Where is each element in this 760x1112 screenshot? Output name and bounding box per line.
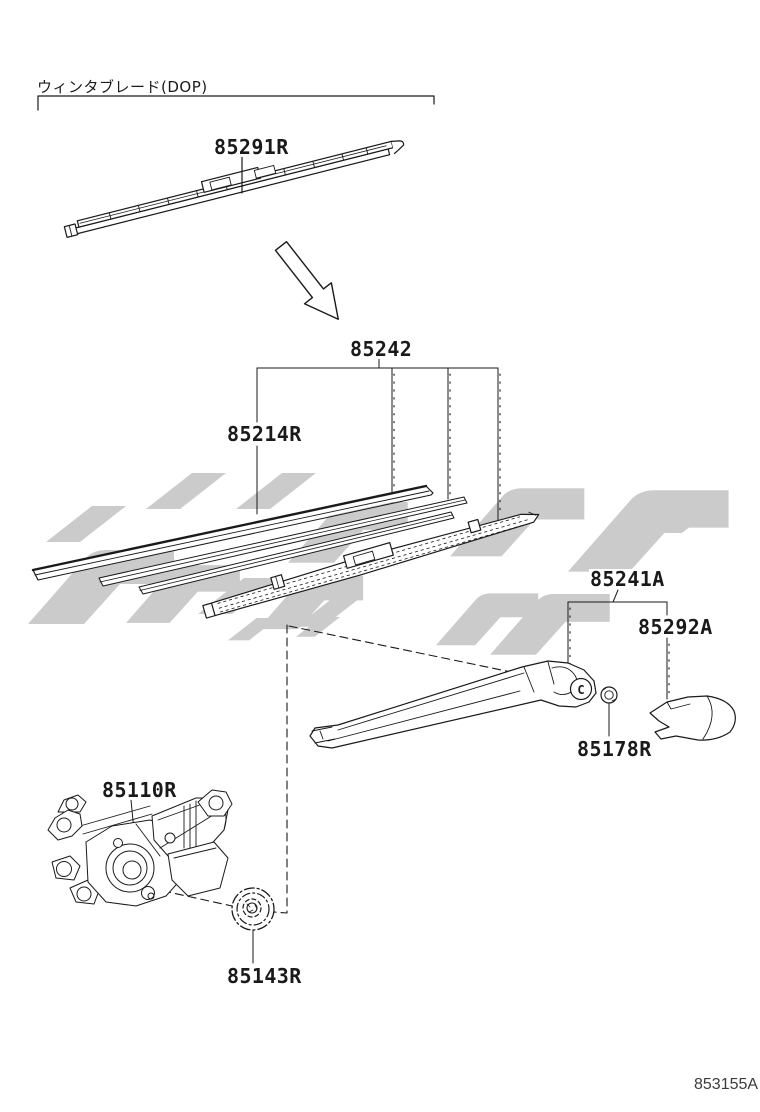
wiper-motor-drawing (47, 789, 233, 907)
section-title: ウィンタブレード(DOP) (37, 78, 208, 96)
part-number-wiper-arm[interactable]: 85241A (589, 567, 666, 591)
direction-arrow (274, 240, 339, 320)
part-number-wiper-motor[interactable]: 85110R (101, 778, 178, 802)
blade-backing-strip-2-drawing (138, 511, 455, 595)
part-number-arm-head-cap[interactable]: 85292A (637, 615, 714, 639)
part-number-pivot-nut[interactable]: 85178R (576, 737, 653, 761)
pivot-nut-drawing (600, 686, 618, 737)
part-number-winter-blade[interactable]: 85291R (213, 135, 290, 159)
motor-grommet-drawing (231, 887, 275, 964)
winter-blade-drawing (63, 140, 405, 238)
blade-assembly-drawing (202, 511, 540, 619)
arm-cap-drawing (649, 695, 736, 741)
blade-rubber-strip-drawing (31, 484, 434, 581)
blade-assembly-bracket (256, 357, 501, 522)
wiper-arm-drawing: C (309, 660, 597, 749)
part-number-blade-assembly[interactable]: 85242 (349, 337, 414, 361)
blade-backing-strip-1-drawing (98, 496, 468, 587)
dop-group-bracket (37, 95, 435, 111)
part-number-motor-grommet[interactable]: 85143R (226, 964, 303, 988)
figure-number: 853155A (694, 1076, 759, 1093)
part-number-blade-rubber[interactable]: 85214R (226, 422, 303, 446)
arm-bracket (567, 589, 670, 700)
arm-pivot-mark: C (577, 683, 584, 697)
